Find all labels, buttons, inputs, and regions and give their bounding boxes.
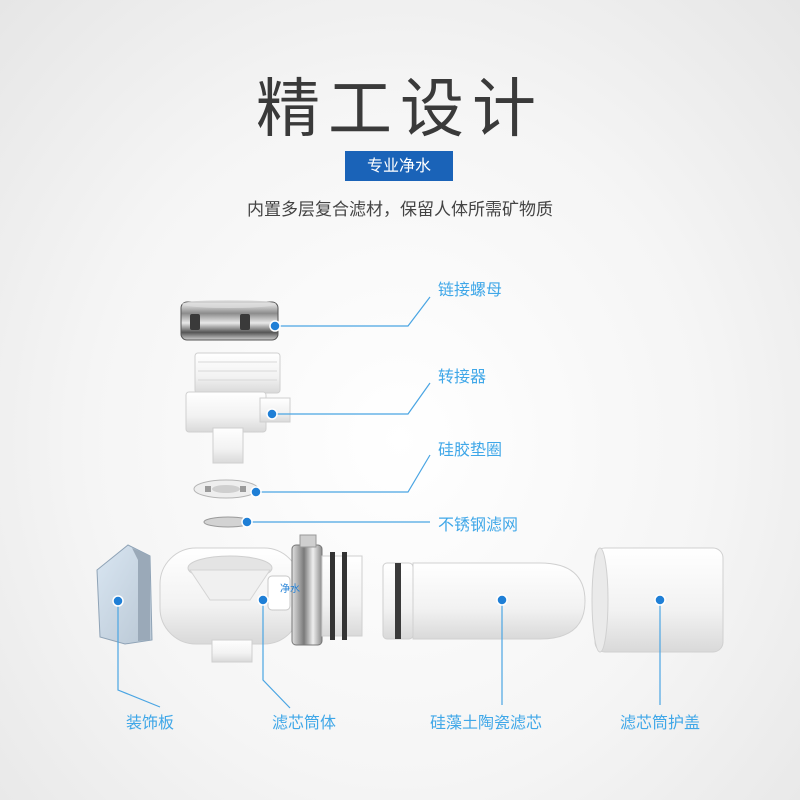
label-cartridge: 硅藻土陶瓷滤芯 — [430, 713, 543, 732]
connector-nut — [180, 300, 279, 341]
feature-badge: 专业净水 — [345, 151, 453, 181]
filter-housing — [159, 534, 363, 663]
ceramic-cartridge — [382, 562, 586, 640]
purify-button-label: 净水 — [280, 584, 300, 595]
callout-lines — [117, 296, 661, 709]
label-cover: 滤芯筒护盖 — [620, 713, 701, 732]
label-panel: 装饰板 — [126, 713, 175, 732]
label-mesh: 不锈钢滤网 — [438, 515, 519, 534]
page-subtitle: 内置多层复合滤材，保留人体所需矿物质 — [247, 200, 553, 220]
decorative-panel — [96, 544, 153, 645]
callout-dots — [112, 320, 666, 607]
silicone-gasket — [193, 479, 259, 499]
page-title: 精工设计 — [256, 73, 544, 147]
adapter-part — [185, 352, 291, 464]
label-adapter: 转接器 — [438, 367, 487, 386]
label-nut: 链接螺母 — [438, 280, 503, 299]
label-housing: 滤芯筒体 — [272, 713, 337, 732]
label-gasket: 硅胶垫圈 — [438, 440, 503, 459]
